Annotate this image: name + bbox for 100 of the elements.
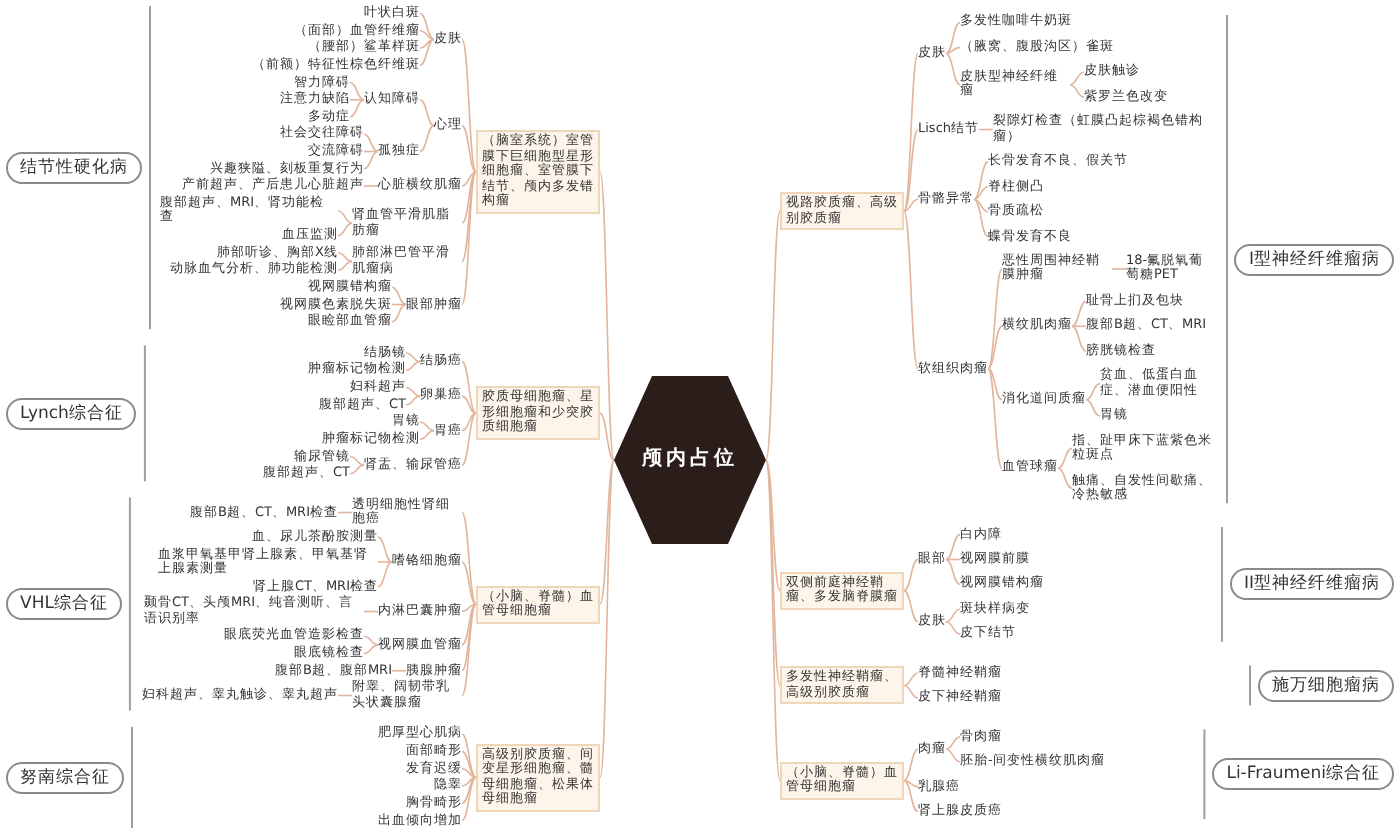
connector-line bbox=[405, 395, 421, 406]
connector-line bbox=[945, 558, 961, 561]
connector-line bbox=[461, 603, 477, 646]
connector-line bbox=[973, 198, 989, 213]
connector-line bbox=[973, 161, 989, 201]
syndrome-tag: Li-Fraumeni综合征 bbox=[1212, 758, 1394, 791]
connector-line bbox=[377, 561, 393, 563]
connector-line bbox=[363, 610, 379, 613]
connector-line bbox=[337, 251, 353, 263]
syndrome-tag: 努南综合征 bbox=[6, 761, 124, 794]
connector-line bbox=[903, 672, 919, 687]
connector-line bbox=[337, 511, 353, 514]
connector-line bbox=[1071, 300, 1087, 328]
connector-line bbox=[987, 268, 1003, 370]
connector-line bbox=[903, 779, 919, 813]
connector-line bbox=[461, 412, 477, 466]
connector-line bbox=[461, 776, 477, 822]
connector-line bbox=[978, 128, 994, 131]
syndrome-tag: 结节性硬化病 bbox=[6, 151, 142, 184]
connector-line bbox=[461, 603, 477, 672]
central-topic: 颅内占位 bbox=[614, 376, 766, 544]
connector-line bbox=[461, 603, 477, 697]
connector-line bbox=[1071, 325, 1087, 328]
connector-line bbox=[599, 412, 615, 461]
connector-line bbox=[349, 98, 365, 118]
connector-line bbox=[945, 620, 961, 635]
connector-line bbox=[461, 767, 477, 779]
connector-line bbox=[461, 776, 477, 805]
connector-line bbox=[945, 748, 961, 763]
connector-line bbox=[461, 38, 477, 173]
connector-line bbox=[419, 29, 435, 41]
syndrome-tag: II型神经纤维瘤病 bbox=[1229, 568, 1394, 601]
connector-line bbox=[391, 286, 407, 306]
connector-line bbox=[461, 171, 477, 224]
connector-line bbox=[337, 260, 353, 271]
connector-line bbox=[349, 464, 365, 475]
connector-line bbox=[903, 748, 919, 782]
connector-line bbox=[461, 171, 477, 187]
connector-line bbox=[945, 21, 961, 55]
connector-line bbox=[391, 303, 407, 306]
connector-line bbox=[903, 210, 919, 370]
connector-line bbox=[405, 386, 421, 397]
connector-line bbox=[1085, 398, 1101, 417]
connector-line bbox=[987, 367, 1003, 401]
connector-line bbox=[405, 360, 421, 372]
connector-line bbox=[391, 669, 407, 672]
connector-line bbox=[987, 367, 1003, 470]
connector-line bbox=[903, 589, 919, 623]
connector-line bbox=[461, 360, 477, 415]
connector-line bbox=[765, 459, 781, 687]
connector-line bbox=[765, 459, 781, 592]
connector-line bbox=[903, 198, 919, 212]
connector-line bbox=[765, 459, 781, 782]
connector-line bbox=[419, 429, 435, 441]
connector-line bbox=[419, 421, 435, 432]
connector-line bbox=[1069, 71, 1085, 86]
connector-line bbox=[419, 38, 435, 67]
connector-line bbox=[349, 98, 365, 101]
connector-line bbox=[419, 124, 435, 153]
connector-line bbox=[461, 395, 477, 415]
connector-line bbox=[337, 694, 353, 697]
connector-line bbox=[903, 558, 919, 592]
connector-line bbox=[363, 185, 379, 187]
syndrome-tag: I型神经纤维瘤病 bbox=[1234, 243, 1394, 276]
connector-line bbox=[337, 209, 353, 224]
connector-line bbox=[945, 533, 961, 561]
connector-line bbox=[363, 150, 379, 170]
connector-line bbox=[363, 644, 379, 655]
connector-line bbox=[945, 558, 961, 586]
connector-line bbox=[945, 608, 961, 623]
connector-line bbox=[903, 684, 919, 699]
connector-line bbox=[987, 325, 1003, 370]
connector-line bbox=[461, 412, 477, 432]
connector-line bbox=[903, 128, 919, 212]
connector-line bbox=[363, 635, 379, 646]
connector-line bbox=[1085, 382, 1101, 401]
connector-line bbox=[363, 150, 379, 153]
connector-line bbox=[377, 561, 393, 588]
syndrome-tag: VHL综合征 bbox=[6, 588, 122, 620]
connector-line bbox=[349, 81, 365, 101]
connector-line bbox=[945, 52, 961, 86]
connector-line bbox=[599, 459, 615, 605]
connector-line bbox=[765, 210, 781, 461]
connector-line bbox=[461, 561, 477, 605]
connector-line bbox=[945, 46, 961, 55]
connector-line bbox=[337, 222, 353, 237]
connector-line bbox=[405, 352, 421, 363]
connector-line bbox=[461, 750, 477, 779]
connector-line bbox=[391, 303, 407, 323]
connector-line bbox=[1057, 467, 1073, 490]
connector-line bbox=[1057, 447, 1073, 470]
syndrome-tag: 施万细胞瘤病 bbox=[1258, 669, 1394, 702]
connector-line bbox=[377, 536, 393, 563]
connector-line bbox=[419, 38, 435, 49]
syndrome-tag: Lynch综合征 bbox=[6, 397, 137, 430]
connector-line bbox=[945, 736, 961, 751]
connector-line bbox=[973, 198, 989, 238]
connector-line bbox=[461, 511, 477, 605]
connector-line bbox=[973, 186, 989, 201]
connector-line bbox=[419, 12, 435, 41]
